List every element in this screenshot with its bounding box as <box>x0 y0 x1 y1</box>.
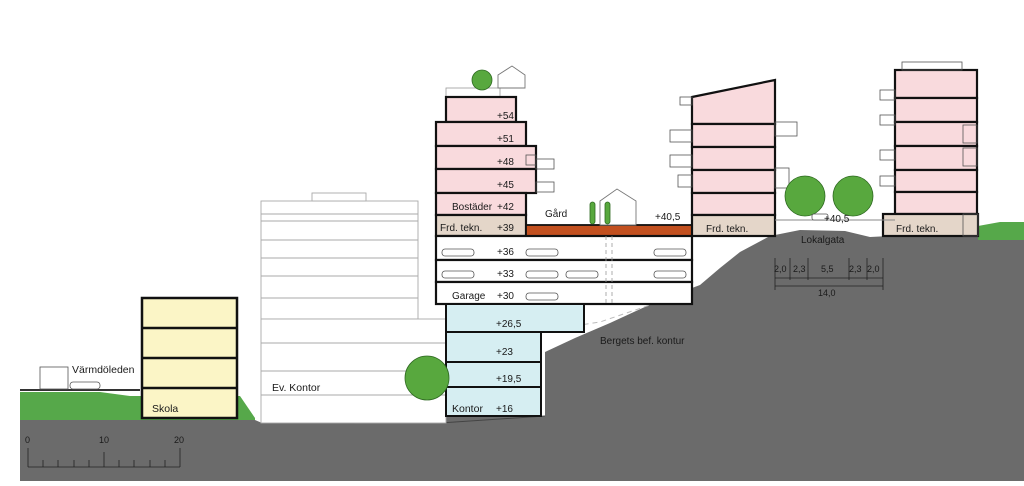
level-51: +51 <box>497 134 514 145</box>
tree-icon <box>784 175 826 217</box>
rock-surface-line <box>439 415 546 424</box>
tech-right-label: Frd. tekn. <box>896 224 938 235</box>
level-16: +16 <box>496 404 513 415</box>
car-icon <box>525 292 559 301</box>
office-ev-label: Ev. Kontor <box>272 382 321 394</box>
office-label: Kontor <box>452 403 483 415</box>
road-label: Värmdöleden <box>72 364 135 376</box>
rooftop-pavilion <box>497 65 526 89</box>
level-19-5: +19,5 <box>496 374 522 385</box>
garage-label: Garage <box>452 291 486 302</box>
level-30: +30 <box>497 291 514 302</box>
school-building <box>140 296 239 420</box>
cypress-icon <box>589 201 596 225</box>
right-tower <box>879 61 980 238</box>
street-dimension <box>774 258 884 290</box>
courtyard-level: +40,5 <box>655 212 681 223</box>
scale-tick-0: 0 <box>25 435 30 445</box>
car-icon <box>69 381 101 390</box>
rock-contour-label: Bergets bef. kontur <box>600 336 685 347</box>
cars <box>39 213 829 390</box>
car-icon <box>565 270 599 279</box>
office-building-outline <box>260 192 447 424</box>
car-icon <box>653 248 687 257</box>
car-icon <box>441 248 475 257</box>
level-48: +48 <box>497 157 514 168</box>
street-dim-total: 14,0 <box>818 288 836 298</box>
car-icon <box>525 270 559 279</box>
street-dim-3: 5,5 <box>821 264 834 274</box>
scale-bar <box>27 448 181 468</box>
car-icon <box>525 248 559 257</box>
scale-tick-10: 10 <box>99 435 109 445</box>
level-23: +23 <box>496 347 513 358</box>
tech-main-label: Frd. tekn. <box>440 223 482 234</box>
tree-icon <box>471 69 493 91</box>
labels: Värmdöleden Skola Ev. Kontor Kontor +54 … <box>25 111 938 445</box>
school-label: Skola <box>152 403 178 415</box>
main-building <box>434 87 694 417</box>
courtyard-label: Gård <box>545 208 567 220</box>
street-dim-5: 2,0 <box>867 264 880 274</box>
level-39: +39 <box>497 223 514 234</box>
trees <box>404 69 874 401</box>
local-street-label: Lokalgata <box>801 235 845 246</box>
street-dim-1: 2,0 <box>774 264 787 274</box>
level-33: +33 <box>497 269 514 280</box>
tech-middle-label: Frd. tekn. <box>706 224 748 235</box>
level-45: +45 <box>497 180 514 191</box>
level-26-5: +26,5 <box>496 319 522 330</box>
ground-mass <box>20 230 1024 481</box>
scale-tick-20: 20 <box>174 435 184 445</box>
tree-icon <box>832 175 874 217</box>
level-42: +42 <box>497 202 514 213</box>
tree-icon <box>404 355 450 401</box>
level-36: +36 <box>497 247 514 258</box>
grass-right <box>978 222 1024 240</box>
street-level: +40,5 <box>824 214 850 225</box>
car-icon <box>653 270 687 279</box>
housing-label: Bostäder <box>452 202 493 213</box>
car-icon <box>441 270 475 279</box>
middle-tower <box>669 78 798 238</box>
street-dim-2: 2,3 <box>793 264 806 274</box>
car-icon <box>811 213 829 221</box>
cypress-icon <box>604 201 611 225</box>
level-54: +54 <box>497 111 514 122</box>
truck-icon <box>39 366 69 390</box>
street-dim-4: 2,3 <box>849 264 862 274</box>
